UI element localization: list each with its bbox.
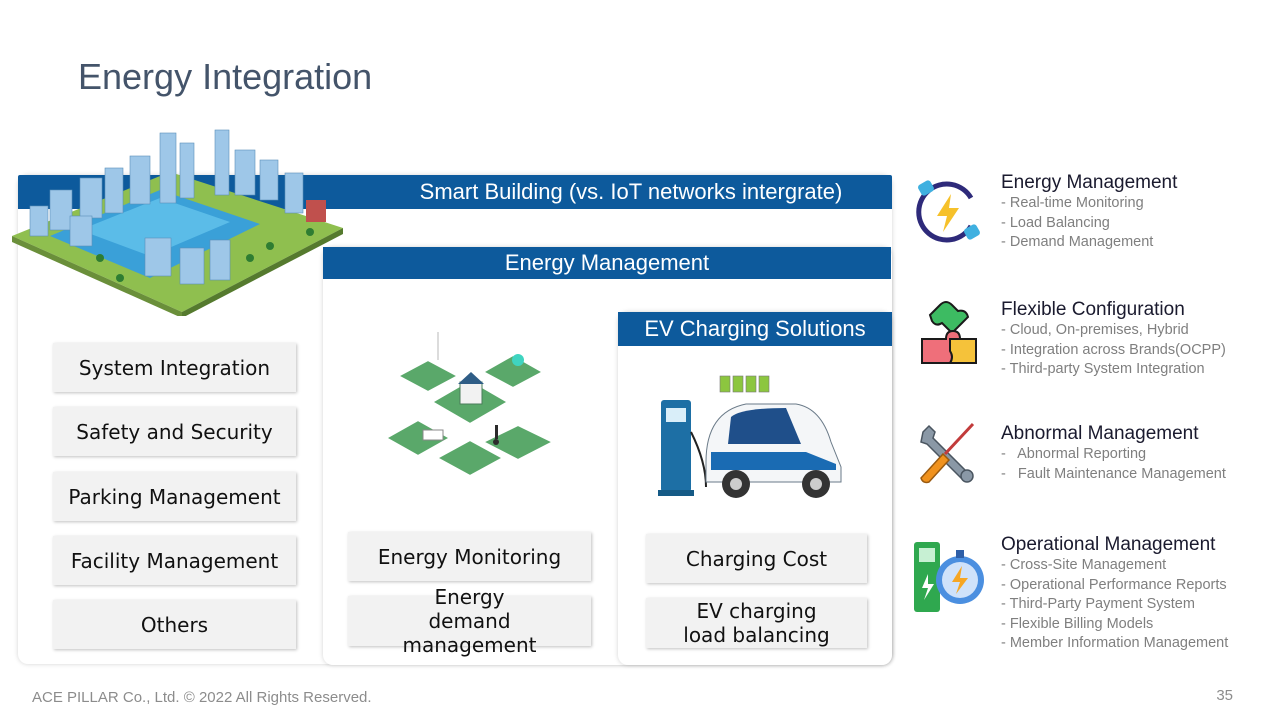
feature-item: - Cloud, On-premises, Hybrid: [1001, 322, 1189, 338]
feature-energy-management: Energy Management - Real-time Monitoring…: [1001, 172, 1177, 253]
feature-item: - Integration across Brands(OCPP): [1001, 341, 1226, 358]
feature-item: - Fault Maintenance Management: [1001, 465, 1226, 482]
smart-building-header-text: Smart Building (vs. IoT networks intergr…: [419, 179, 843, 204]
feature-item: - Flexible Billing Models: [1001, 615, 1154, 632]
smart-city-illustration: [12, 129, 343, 316]
ev-charging-header: EV Charging Solutions: [618, 312, 892, 346]
ev-load-balancing-button[interactable]: EV charging load balancing: [646, 598, 867, 648]
feature-item: - Real-time Monitoring: [1001, 195, 1144, 211]
energy-cycle-icon: [916, 180, 980, 243]
feature-item: - Operational Performance Reports: [1001, 576, 1227, 593]
feature-flexible-configuration: Flexible Configuration - Cloud, On-premi…: [1001, 299, 1226, 380]
charger-stopwatch-icon: [914, 542, 984, 612]
energy-demand-management-button[interactable]: Energy demand management: [348, 585, 591, 657]
safety-security-button[interactable]: Safety and Security: [53, 407, 296, 456]
feature-item: - Member Information Management: [1001, 635, 1229, 651]
energy-grid-illustration: [383, 332, 556, 478]
page-title: Energy Integration: [78, 56, 373, 97]
feature-heading: Flexible Configuration: [1001, 299, 1185, 320]
feature-heading: Energy Management: [1001, 172, 1178, 193]
feature-item: - Third-party System Integration: [1001, 361, 1205, 377]
feature-heading: Abnormal Management: [1001, 423, 1199, 444]
puzzle-icon: [921, 301, 977, 364]
feature-abnormal-management: Abnormal Management - Abnormal Reporting…: [1001, 423, 1226, 484]
feature-item: - Third-Party Payment System: [1001, 596, 1195, 612]
tools-icon: [920, 422, 975, 484]
energy-monitoring-button[interactable]: Energy Monitoring: [348, 532, 591, 581]
facility-management-button[interactable]: Facility Management: [53, 536, 296, 585]
charging-cost-button[interactable]: Charging Cost: [646, 534, 867, 583]
feature-heading: Operational Management: [1001, 534, 1216, 555]
copyright-footer: ACE PILLAR Co., Ltd. © 2022 All Rights R…: [32, 689, 372, 706]
feature-item: - Abnormal Reporting: [1001, 446, 1147, 462]
feature-item: - Load Balancing: [1001, 214, 1110, 231]
others-button[interactable]: Others: [53, 600, 296, 649]
system-integration-button[interactable]: System Integration: [53, 343, 296, 392]
ev-charger-car-illustration: [658, 375, 842, 498]
battery-icons: [719, 375, 770, 393]
parking-management-button[interactable]: Parking Management: [53, 472, 296, 521]
feature-operational-management: Operational Management - Cross-Site Mana…: [1001, 534, 1228, 654]
feature-item: - Cross-Site Management: [1001, 557, 1167, 573]
page-number: 35: [1216, 687, 1233, 704]
energy-management-header: Energy Management: [323, 247, 891, 279]
feature-item: - Demand Management: [1001, 234, 1154, 250]
